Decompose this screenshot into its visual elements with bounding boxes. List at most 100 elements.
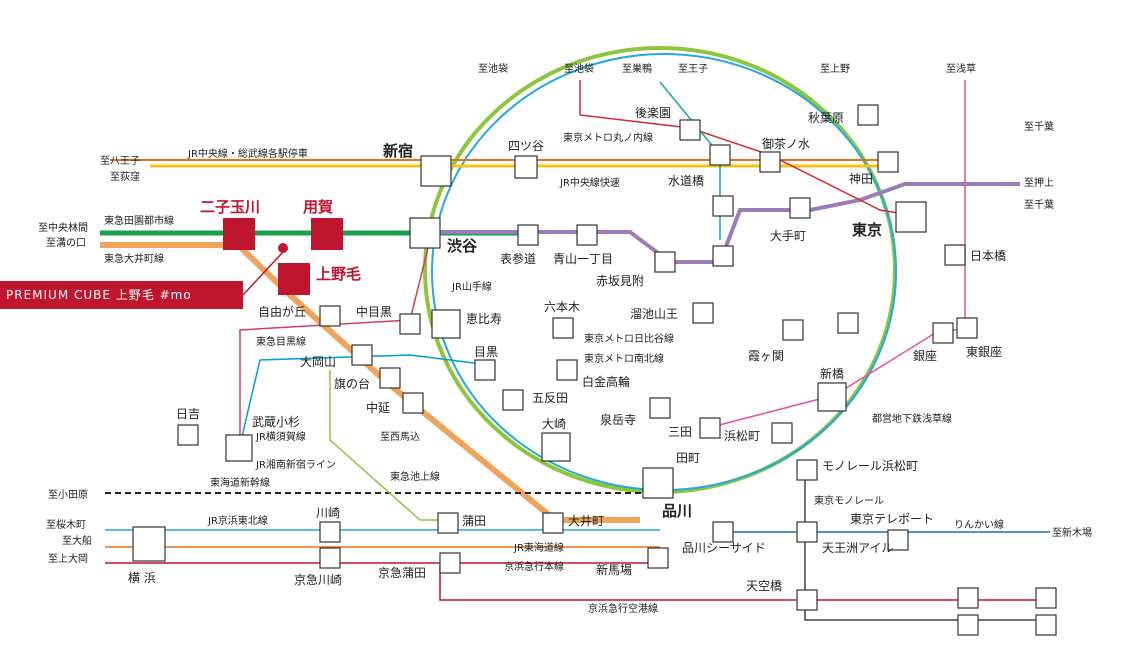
station-box-tenkubashi — [796, 589, 818, 611]
station-box-otemachi — [789, 197, 811, 219]
dest-mizonokuchi: 至溝の口 — [46, 236, 86, 249]
meguro-line — [239, 354, 491, 446]
label-gotanda: 五反田 — [532, 391, 568, 405]
label-sengakuji: 泉岳寺 — [600, 413, 636, 427]
label-monorail-hamamatsucho: モノレール浜松町 — [822, 459, 918, 473]
dest-ikebukuro-2: 至池袋 — [564, 62, 594, 75]
label-shimbashi: 新橋 — [820, 366, 844, 381]
label-hamamatsucho: 浜松町 — [724, 429, 760, 443]
station-box-yoga — [311, 218, 343, 250]
station-box-keikyukawasaki — [319, 547, 341, 569]
property-marker — [278, 243, 288, 253]
label-tameike: 溜池山王 — [630, 306, 678, 321]
label-namboku: 東京メトロ南北線 — [584, 352, 664, 365]
label-tokyo-monorail: 東京モノレール — [814, 494, 884, 507]
label-hatanodai: 旗の台 — [334, 376, 370, 391]
station-box-haneda2 — [1035, 614, 1057, 636]
ikegami-line — [329, 370, 450, 521]
label-osaki: 大崎 — [542, 417, 566, 431]
station-box-roppongi — [552, 317, 574, 339]
dest-odawara: 至小田原 — [48, 489, 88, 501]
label-roppongi: 六本木 — [544, 300, 580, 314]
label-oimachi: 東急大井町線 — [104, 252, 164, 265]
hanzomon-line — [430, 182, 1020, 264]
label-kaminoge: 上野毛 — [316, 265, 361, 283]
label-shibuya: 渋谷 — [447, 237, 478, 255]
label-ginza: 銀座 — [913, 348, 937, 363]
property-name-banner: PREMIUM CUBE 上野毛 #mo — [0, 281, 243, 309]
label-akihabara: 秋葉原 — [808, 111, 844, 125]
dest-ogikubo: 至荻窪 — [110, 170, 140, 183]
label-kamata: 蒲田 — [462, 514, 486, 528]
dest-nishimagome: 至西馬込 — [380, 431, 420, 443]
label-shinagawa: 品川 — [662, 502, 692, 520]
station-box-monorailhamamatsucho — [796, 459, 818, 481]
label-nihombashi: 日本橋 — [970, 249, 1006, 263]
station-box-shimbashi — [817, 382, 847, 412]
station-box-shibuya — [409, 217, 441, 249]
station-box-nihombashi — [944, 244, 966, 266]
label-ebisu: 恵比寿 — [466, 312, 502, 326]
label-nakameguro: 中目黒 — [356, 304, 392, 319]
station-box-hamamatsucho — [771, 422, 793, 444]
dest-sugamo: 至巣鴨 — [622, 62, 652, 75]
station-box-hiyoshi — [177, 424, 199, 446]
dest-chuorinkan: 至中央林間 — [38, 221, 88, 234]
dest-sakuragicho: 至桜木町 — [46, 518, 86, 531]
label-rinkai: りんかい線 — [954, 518, 1004, 531]
label-kasumigaseki: 霞ヶ関 — [748, 349, 784, 363]
dest-kamiooka: 至上大岡 — [48, 552, 88, 565]
station-box-shinagawa — [642, 467, 674, 499]
station-box-ebisu — [431, 309, 461, 339]
label-korakuen: 後楽園 — [635, 106, 671, 120]
station-box-mita — [699, 417, 721, 439]
dest-chiba-2: 至千葉 — [1024, 198, 1054, 211]
station-box-aoyama — [576, 224, 598, 246]
station-box-sengakuji — [649, 397, 671, 419]
station-box-kawasaki — [319, 521, 341, 543]
label-aoyama: 青山一丁目 — [553, 252, 613, 266]
label-kanda: 神田 — [849, 172, 873, 186]
dest-shinkiba: 至新木場 — [1052, 526, 1092, 539]
station-box-kanda — [877, 151, 899, 173]
dest-ikebukuro-1: 至池袋 — [478, 62, 508, 75]
label-shinkansen: 東海道新幹線 — [210, 476, 270, 489]
station-box-shirokane — [556, 359, 578, 381]
station-box-hatanodai — [379, 367, 401, 389]
label-nakanobu: 中延 — [366, 400, 390, 415]
station-box-kaminoge — [278, 263, 310, 295]
station-box-shimbamba — [647, 547, 669, 569]
station-box-keikyukamata — [439, 552, 461, 574]
station-box-jiyugaoka — [319, 305, 341, 327]
label-shirokane: 白金高輪 — [582, 374, 630, 389]
label-marunouchi: 東京メトロ丸ノ内線 — [563, 131, 653, 144]
label-yokohama: 横 浜 — [128, 571, 156, 585]
dest-oji: 至王子 — [678, 63, 708, 75]
station-box-haneda3b — [957, 614, 979, 636]
label-akasakamitsuke: 赤坂見附 — [596, 274, 644, 288]
keikyu-airport-line — [439, 565, 1050, 601]
label-tokyo-teleport: 東京テレポート — [850, 512, 934, 526]
station-box-futakotamagawa — [223, 218, 255, 250]
label-tennozu: 天王洲アイル — [822, 541, 893, 555]
station-box-kasumigaseki — [782, 319, 804, 341]
station-box-higashiginza — [956, 317, 978, 339]
label-kawasaki: 川崎 — [316, 506, 340, 520]
oimachi-line — [100, 242, 640, 523]
label-keikyukamata: 京急蒲田 — [378, 565, 426, 580]
station-box-oimachi — [542, 512, 564, 534]
station-box-haneda3 — [957, 587, 979, 609]
label-ochanomizu: 御茶ノ水 — [762, 136, 810, 151]
station-box-omotesando — [517, 224, 539, 246]
label-musashikosugi: 武蔵小杉 — [252, 415, 300, 429]
label-yamanote: JR山手線 — [451, 280, 492, 293]
dest-asakusa: 至浅草 — [946, 62, 976, 75]
label-yoga: 用賀 — [303, 198, 333, 216]
dest-hachioji: 至八王子 — [100, 155, 140, 167]
station-box-kamata — [437, 512, 459, 534]
station-box-tameike — [692, 302, 714, 324]
label-meguro-line: 東急目黒線 — [256, 335, 306, 348]
label-mita: 三田 — [668, 425, 692, 439]
label-yokosuka: JR横須賀線 — [255, 430, 306, 443]
station-box-korakuen — [679, 119, 701, 141]
